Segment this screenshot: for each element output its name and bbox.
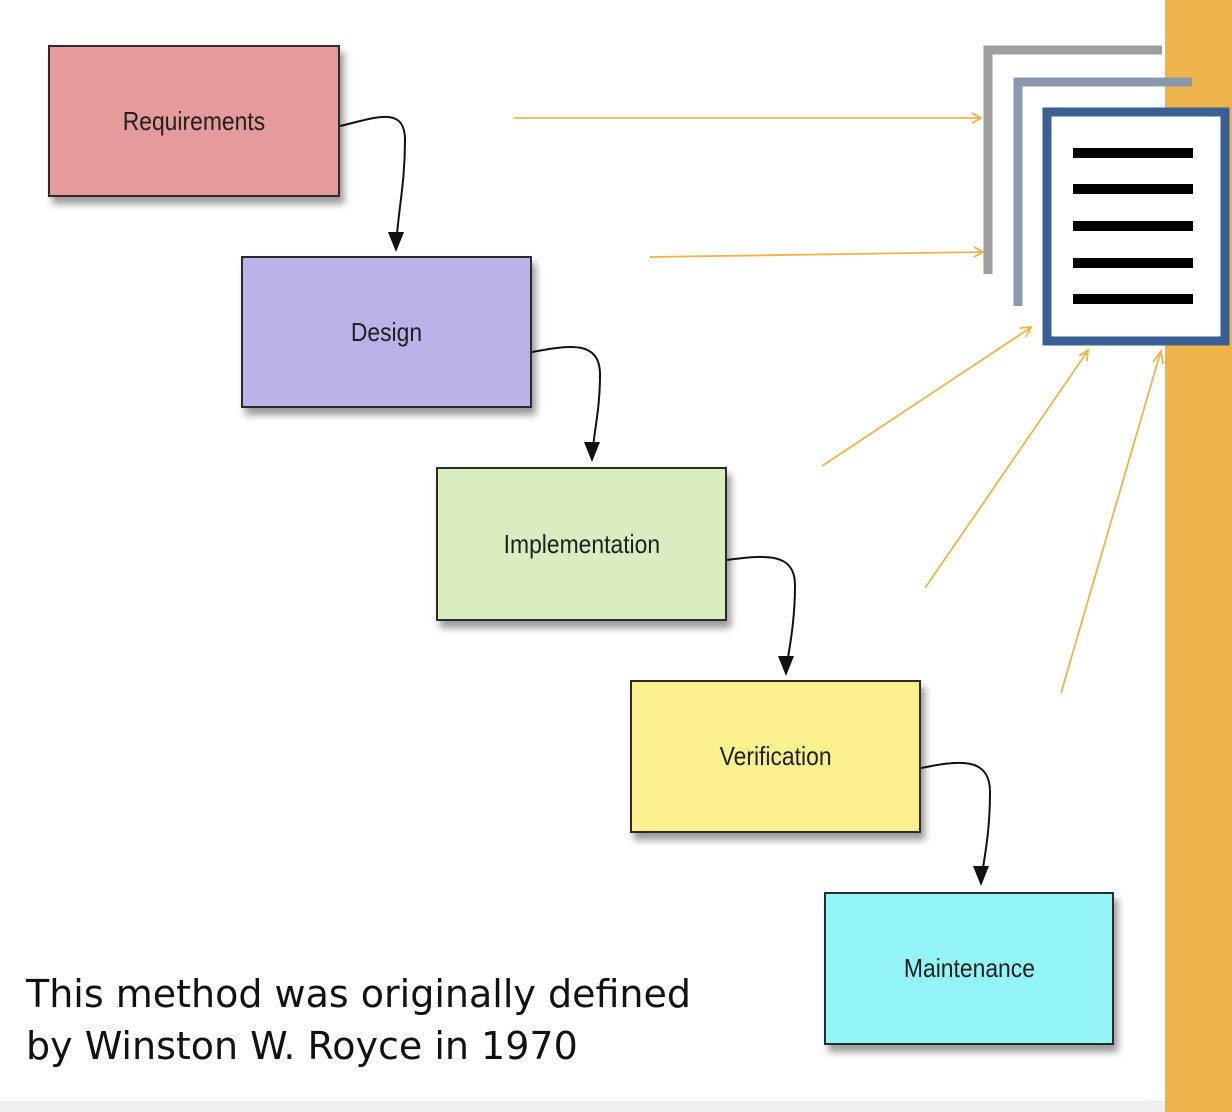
connector-implementation-to-verification [726,555,797,671]
stage-verification: Verification [630,680,921,833]
caption-line-1: This method was originally defined [26,972,691,1016]
pointer-arrow-4 [924,351,1088,589]
arrowhead-implementation [584,442,600,462]
stage-implementation: Implementation [436,467,727,621]
stage-label: Maintenance [903,953,1035,983]
pointer-arrow-2 [649,251,983,258]
bottom-strip [0,1101,1165,1112]
stage-label: Design [350,316,423,347]
pointer-arrow-3 [821,327,1031,467]
caption: This method was originally defined by Wi… [26,968,691,1072]
connector-verification-to-maintenance [920,761,992,881]
stage-design: Design [241,256,532,408]
arrowhead-design [388,232,404,252]
connector-design-to-implementation [531,345,602,459]
stage-label: Implementation [503,528,660,559]
arrowhead-maintenance [973,866,989,886]
caption-line-2: by Winston W. Royce in 1970 [26,1024,578,1068]
connector-requirements-to-design [339,115,407,249]
stage-label: Verification [719,741,832,771]
document-icon [983,45,1230,346]
stage-label: Requirements [122,105,266,136]
pointer-arrow-5 [1060,353,1161,694]
arrowhead-verification [778,656,794,676]
stage-maintenance: Maintenance [824,892,1114,1045]
stage-requirements: Requirements [48,45,340,197]
